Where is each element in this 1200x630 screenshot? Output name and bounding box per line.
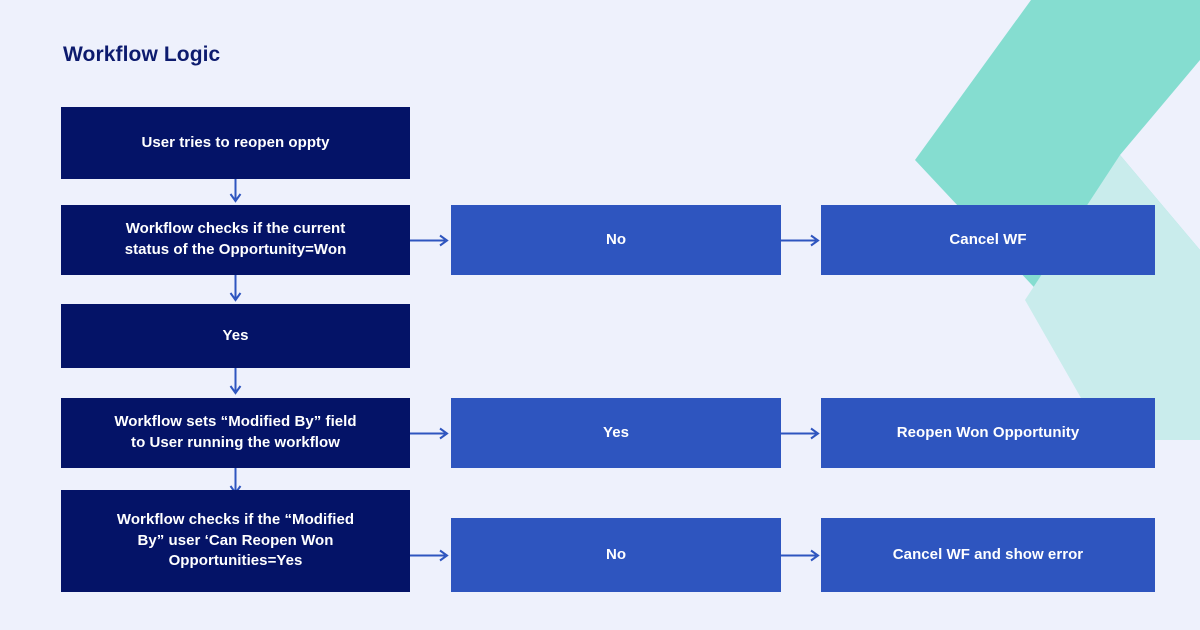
flow-node-cancel-wf-show-error[interactable]: Cancel WF and show error (821, 518, 1155, 592)
flow-node-workflow-checks-can-reopen-won[interactable]: Workflow checks if the “Modified By” use… (61, 490, 410, 592)
edge-n3-n4 (780, 233, 824, 249)
flow-node-label: User tries to reopen oppty (141, 133, 330, 151)
flow-node-label: Yes (602, 423, 629, 441)
edge-n10-n11 (780, 548, 824, 564)
edge-n2-n5 (228, 274, 244, 307)
flow-node-label: Workflow checks if the “Modified By” use… (116, 510, 355, 570)
flow-node-no-permission-branch[interactable]: No (451, 518, 781, 592)
flow-node-workflow-sets-modified-by[interactable]: Workflow sets “Modified By” field to Use… (61, 398, 410, 468)
edge-n1-n2 (228, 176, 244, 207)
flow-node-label: Reopen Won Opportunity (896, 423, 1080, 441)
edge-n6-n7 (409, 426, 453, 442)
flow-node-cancel-wf[interactable]: Cancel WF (821, 205, 1155, 275)
flow-node-label: Cancel WF and show error (892, 545, 1084, 563)
flow-node-label: Cancel WF (949, 230, 1027, 248)
flow-node-label: Workflow checks if the current status of… (124, 220, 347, 258)
flow-node-label: Yes (222, 326, 249, 344)
flow-node-label: Workflow sets “Modified By” field to Use… (114, 413, 357, 451)
flow-node-label: No (605, 545, 627, 563)
flow-node-reopen-won-opportunity[interactable]: Reopen Won Opportunity (821, 398, 1155, 468)
edge-n7-n8 (780, 426, 824, 442)
edge-n9-n10 (409, 548, 453, 564)
flow-node-yes-permission-branch[interactable]: Yes (451, 398, 781, 468)
edge-n2-n3 (409, 233, 453, 249)
flow-node-workflow-checks-status-won[interactable]: Workflow checks if the current status of… (61, 205, 410, 275)
flow-node-label: No (605, 230, 627, 248)
flow-node-no-status-branch[interactable]: No (451, 205, 781, 275)
flow-node-user-tries-to-reopen-oppty[interactable]: User tries to reopen oppty (61, 107, 410, 179)
flow-node-yes-status-branch[interactable]: Yes (61, 304, 410, 368)
page-title: Workflow Logic (63, 43, 221, 66)
edge-n5-n6 (228, 367, 244, 400)
